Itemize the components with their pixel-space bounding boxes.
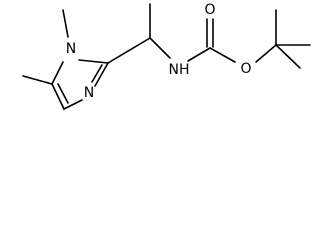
bond-n3-c4 <box>63 99 83 110</box>
atom-n1: N <box>66 41 76 57</box>
bond-n1-c2 <box>78 59 109 64</box>
bond-c5-methyl <box>22 75 53 85</box>
bond-c4-c5 <box>51 83 65 110</box>
atom-n3: N <box>84 85 94 101</box>
atom-o-ester: O <box>240 61 251 77</box>
bond-o-cq <box>255 44 277 63</box>
bond-n1-methyl <box>62 9 69 38</box>
imidazole-ring <box>51 59 109 110</box>
bond-c2-ch <box>107 37 151 64</box>
bond-cq-methyl-down <box>275 44 301 69</box>
atom-nh: NH <box>169 62 190 78</box>
molecule-structure: N N NH O O <box>22 2 311 110</box>
bond-c5-n1 <box>51 61 64 85</box>
bond-ch-nh <box>149 37 171 59</box>
bond-c2-n3-double <box>91 64 103 83</box>
bond-nh-c <box>187 47 211 62</box>
bond-c4-c5-double <box>57 83 69 104</box>
bond-c-o-ester <box>209 47 236 63</box>
bond-c2-n3 <box>94 62 109 87</box>
atom-o-carbonyl: O <box>204 2 215 18</box>
